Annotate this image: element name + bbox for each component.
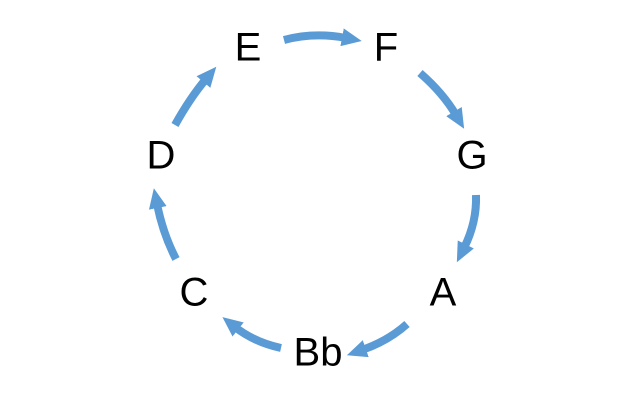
arrow-f-to-g xyxy=(417,69,465,129)
arrow-group xyxy=(148,28,481,358)
note-g: G xyxy=(456,134,487,178)
note-a: A xyxy=(430,271,457,315)
arrow-bb-to-c xyxy=(222,317,282,352)
arrow-c-to-d xyxy=(148,188,180,261)
arrow-a-to-bb xyxy=(346,320,410,358)
note-f: F xyxy=(374,26,398,70)
note-bb: Bb xyxy=(294,331,343,375)
note-d: D xyxy=(147,134,176,178)
arrow-e-to-f xyxy=(282,28,362,47)
arrow-d-to-e xyxy=(171,66,217,127)
note-c: C xyxy=(180,271,209,315)
arrow-g-to-a xyxy=(456,194,481,263)
note-e: E xyxy=(235,26,262,70)
label-group: E F G A Bb C D xyxy=(147,26,488,375)
